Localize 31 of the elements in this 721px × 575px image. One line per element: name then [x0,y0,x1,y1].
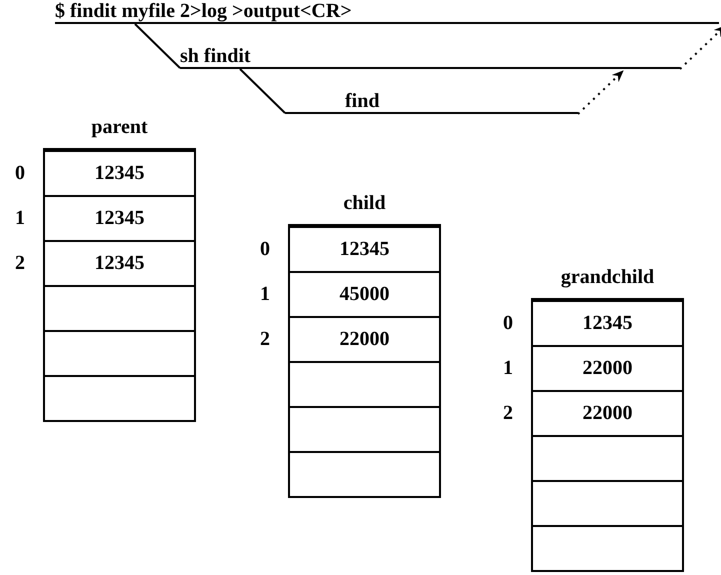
row-index: 1 [15,207,25,230]
row-index: 2 [260,328,270,351]
process-line [55,0,719,24]
process-line [285,90,578,114]
row-index: 1 [503,357,513,380]
arrow [577,70,624,115]
cell-value: 12345 [94,162,144,185]
cell-value: 12345 [94,207,144,230]
row-index: 2 [503,402,513,425]
cell-value: 12345 [340,238,390,261]
arrow [679,25,721,70]
connector-line [134,23,181,69]
row-index: 0 [260,238,270,261]
cell-value: 22000 [582,357,632,380]
table-heading: child [342,192,387,215]
process-label: find [345,90,380,112]
table-heading: parent [90,116,149,139]
cell-value: 12345 [582,312,632,335]
cell-value: 22000 [582,402,632,425]
table-heading: grandchild [560,266,656,289]
cell-value: 12345 [94,252,144,275]
cell-value: 22000 [340,328,390,351]
row-index: 2 [15,252,25,275]
process-line [180,45,680,69]
connector-line [239,68,286,114]
cell-value: 45000 [340,283,390,306]
row-index: 0 [503,312,513,335]
process-label: $ findit myfile 2>log >output<CR> [55,0,352,22]
row-index: 1 [260,283,270,306]
row-index: 0 [15,162,25,185]
process-label: sh findit [180,45,251,67]
